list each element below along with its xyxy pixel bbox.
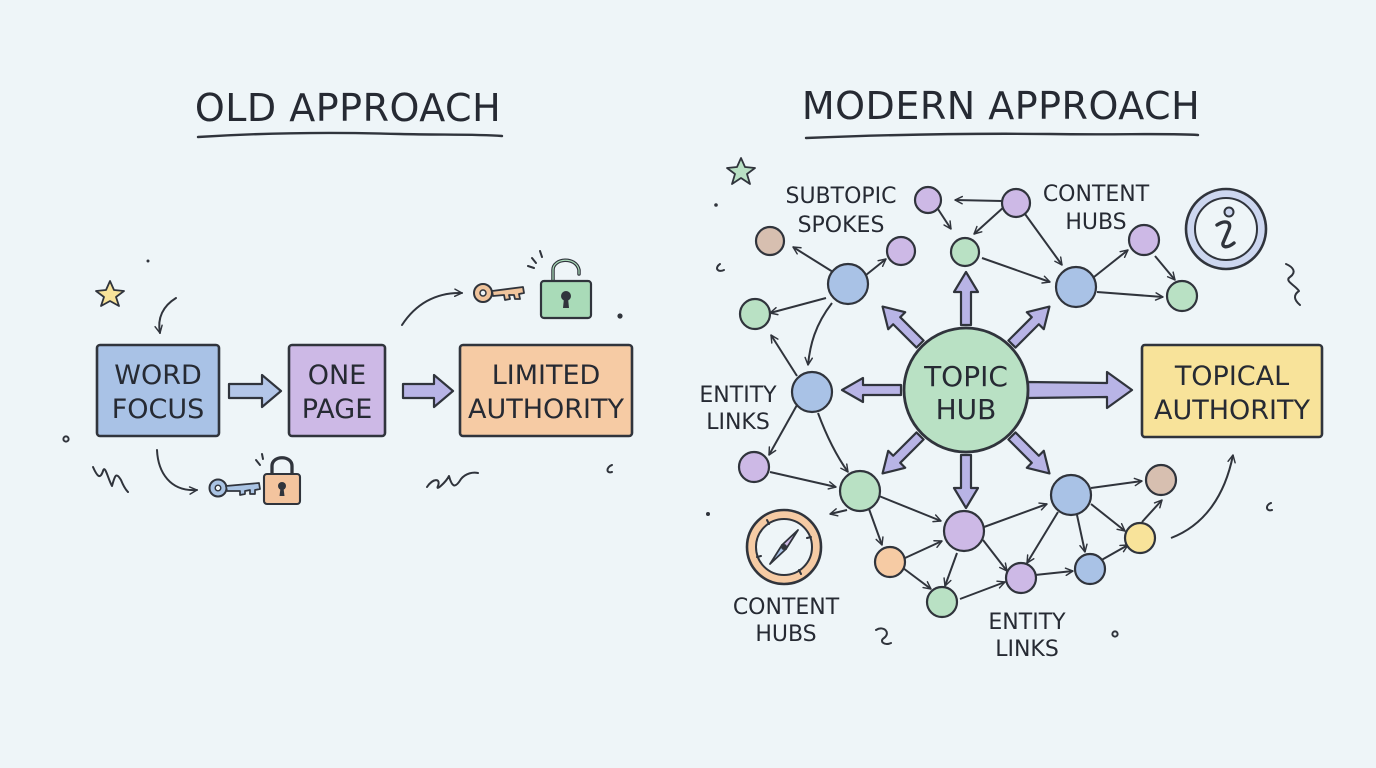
network-node bbox=[1127, 223, 1161, 257]
squiggle-doodle bbox=[92, 466, 129, 493]
limited-authority-label-line2: AUTHORITY bbox=[468, 394, 624, 425]
topic-hub-label-line1: TOPIC bbox=[923, 360, 1008, 393]
subtopic-spokes-label-line2: SPOKES bbox=[798, 213, 885, 238]
network-node bbox=[1165, 279, 1199, 313]
spoke-arrow-up-left bbox=[881, 305, 925, 349]
spoke-arrow-left bbox=[840, 376, 903, 404]
network-node bbox=[942, 509, 986, 553]
network-edges bbox=[768, 195, 1236, 600]
network-node bbox=[913, 185, 943, 215]
word-focus-label-line2: FOCUS bbox=[112, 394, 205, 425]
hub-spoke-arrows bbox=[840, 270, 1134, 510]
curl-doodle bbox=[606, 464, 613, 474]
star-icon bbox=[726, 157, 756, 185]
topical-authority-box bbox=[1140, 343, 1324, 439]
dot-doodle bbox=[617, 313, 623, 319]
network-node bbox=[1144, 463, 1178, 497]
curved-arrow-to-small-key bbox=[156, 449, 198, 495]
curl-doodle bbox=[1266, 502, 1273, 512]
key-icon bbox=[208, 478, 261, 498]
modern-approach-title: MODERN APPROACH bbox=[802, 84, 1200, 128]
old-approach-section: OLD APPROACH WORD FOCUS ONE PAGE LIMITED… bbox=[62, 86, 634, 506]
old-title-underline bbox=[196, 131, 504, 139]
spoke-arrow-up bbox=[952, 270, 980, 327]
content-hubs-bottom-label-line2: HUBS bbox=[755, 622, 816, 647]
sparkle-lines bbox=[527, 250, 543, 269]
network-nodes bbox=[737, 185, 1199, 619]
squiggle-doodle bbox=[426, 471, 479, 489]
network-node bbox=[873, 545, 907, 579]
network-node bbox=[838, 469, 882, 513]
network-node bbox=[1073, 552, 1107, 586]
entity-links-bottom-label-line2: LINKS bbox=[995, 637, 1059, 662]
one-page-label-line1: ONE bbox=[308, 360, 367, 391]
network-node bbox=[737, 450, 771, 484]
network-node bbox=[826, 262, 870, 306]
curved-arrow-down bbox=[154, 297, 177, 334]
network-node bbox=[1000, 187, 1032, 219]
entity-links-left-label-line1: ENTITY bbox=[699, 383, 777, 408]
limited-authority-box bbox=[458, 343, 634, 438]
dot-doodle bbox=[146, 259, 150, 263]
modern-approach-section: MODERN APPROACH bbox=[699, 84, 1324, 662]
lock-icon bbox=[539, 258, 593, 320]
network-node bbox=[1054, 265, 1098, 309]
old-approach-title: OLD APPROACH bbox=[195, 86, 501, 130]
arrow-hub-to-topical-authority bbox=[1026, 370, 1134, 410]
spoke-arrow-down-left bbox=[881, 431, 925, 475]
network-node bbox=[754, 225, 786, 257]
compass-icon bbox=[745, 508, 823, 586]
dot-doodle bbox=[714, 203, 718, 207]
lock-icon bbox=[262, 456, 302, 506]
one-page-label-line2: PAGE bbox=[302, 394, 373, 425]
entity-links-bottom-label-line1: ENTITY bbox=[988, 610, 1066, 635]
network-node bbox=[1004, 561, 1038, 595]
key-icon bbox=[473, 283, 525, 303]
dot-doodle bbox=[706, 512, 710, 516]
content-hubs-bottom-label-line1: CONTENT bbox=[733, 595, 840, 620]
dot-doodle bbox=[62, 435, 70, 443]
arrow-page-to-authority bbox=[401, 373, 455, 409]
entity-links-left-label-line2: LINKS bbox=[706, 410, 770, 435]
network-node bbox=[925, 585, 959, 619]
curl-doodle bbox=[875, 627, 892, 645]
dot-doodle bbox=[1111, 630, 1119, 638]
network-node bbox=[790, 370, 834, 414]
topic-hub-node bbox=[902, 326, 1030, 454]
topical-authority-label-line2: AUTHORITY bbox=[1154, 395, 1310, 426]
sparkle-lines bbox=[255, 453, 264, 466]
content-hubs-top-label-line1: CONTENT bbox=[1043, 182, 1150, 207]
star-icon bbox=[95, 280, 125, 307]
word-focus-label-line1: WORD bbox=[114, 360, 202, 391]
squiggle-doodle bbox=[1285, 263, 1301, 306]
spoke-arrow-down bbox=[952, 453, 980, 510]
limited-authority-label-line1: LIMITED bbox=[492, 360, 601, 391]
network-node bbox=[949, 236, 981, 268]
network-node bbox=[1049, 473, 1093, 517]
word-focus-box bbox=[95, 343, 221, 438]
subtopic-spokes-label-line1: SUBTOPIC bbox=[785, 184, 896, 209]
curved-arrow-to-key bbox=[401, 288, 463, 326]
network-node bbox=[1123, 521, 1157, 555]
network-node bbox=[885, 235, 917, 267]
info-icon bbox=[1184, 187, 1268, 271]
arrow-word-to-page bbox=[227, 373, 283, 409]
topical-authority-label-line1: TOPICAL bbox=[1174, 361, 1289, 392]
one-page-box bbox=[287, 343, 387, 438]
topic-hub-label-line2: HUB bbox=[936, 393, 997, 426]
modern-title-underline bbox=[804, 132, 1200, 140]
spoke-arrow-up-right bbox=[1007, 305, 1051, 349]
curl-doodle bbox=[716, 263, 725, 272]
network-node bbox=[738, 297, 772, 331]
spoke-arrow-down-right bbox=[1007, 431, 1051, 475]
content-hubs-top-label-line2: HUBS bbox=[1065, 210, 1126, 235]
